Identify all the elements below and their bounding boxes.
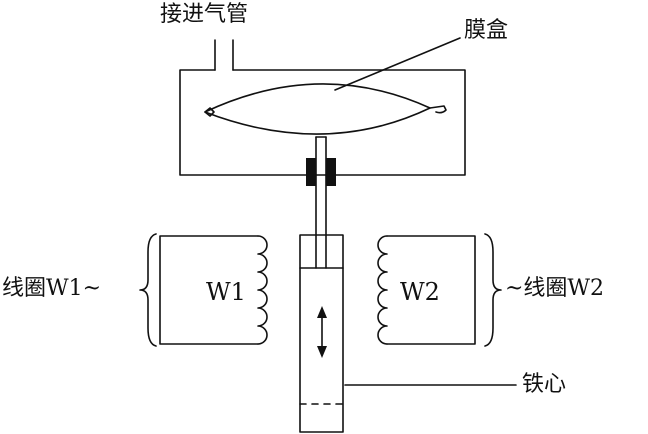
coil-w1-winding xyxy=(257,235,268,345)
intake-pipe-label: 接进气管 xyxy=(160,2,249,27)
bearing-block-left xyxy=(306,158,316,186)
iron-core-label: 铁心 xyxy=(522,372,567,397)
coil-w1-label: 线圈W1~ xyxy=(2,276,102,301)
coil-w2-name: W2 xyxy=(400,278,440,306)
coil-w2-brace xyxy=(484,233,502,347)
capsule-label: 膜盒 xyxy=(464,18,509,43)
diaphragm-capsule xyxy=(204,83,431,135)
capsule-left-tip xyxy=(204,107,215,117)
housing-box xyxy=(179,69,466,176)
iron-core-tube xyxy=(299,234,344,433)
bearing-block-right xyxy=(326,158,336,186)
capsule-right-hook xyxy=(429,105,447,114)
capsule-leader-line xyxy=(334,37,461,91)
coil-w1-box xyxy=(159,235,259,345)
coil-w2-box xyxy=(386,235,476,345)
coil-w2-winding xyxy=(377,235,388,345)
coil-w1-name: W1 xyxy=(206,278,246,306)
coil-w1-brace xyxy=(139,233,157,347)
coil-w2-label: ~线圈W2 xyxy=(505,276,605,301)
motion-arrow-down-head xyxy=(317,346,327,358)
motion-arrow-up-head xyxy=(317,306,327,318)
